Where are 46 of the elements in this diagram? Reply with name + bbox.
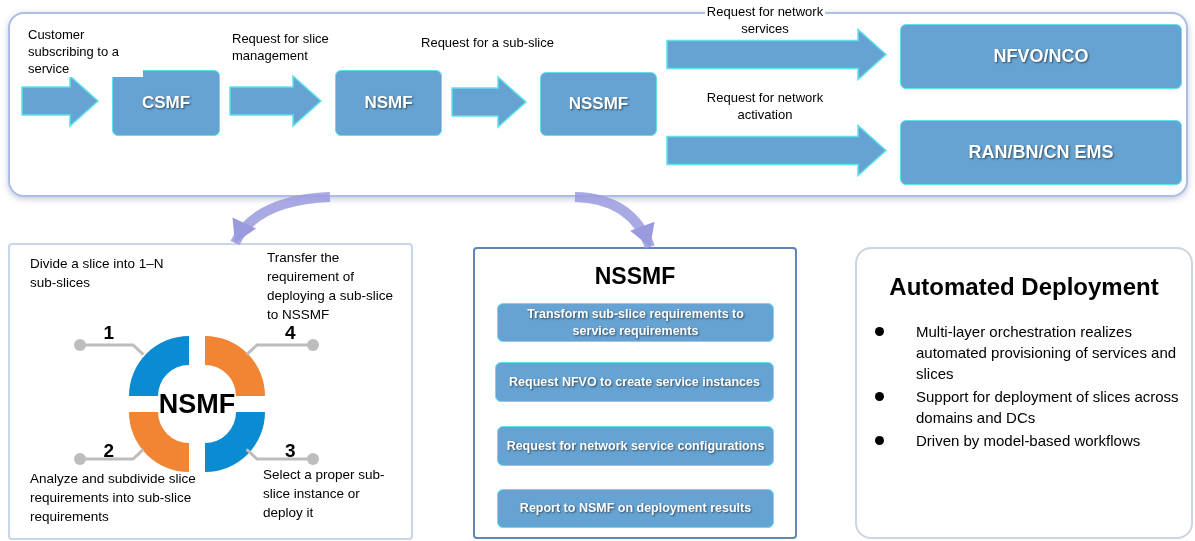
callout-number: 1 <box>82 322 114 352</box>
block-arrow <box>21 74 100 128</box>
process-box <box>335 70 442 136</box>
callout-number: 4 <box>285 322 315 352</box>
panel <box>8 243 413 540</box>
panel <box>855 247 1193 539</box>
bullet-text: Multi-layer orchestration realizes automated provisioning of services and slices <box>916 322 1178 384</box>
process-label: Report to NSMF on deployment results <box>519 500 752 517</box>
panel <box>473 247 797 539</box>
leader-line <box>245 448 319 465</box>
bullet-text: Driven by model-based workflows <box>916 431 1141 451</box>
process-box <box>497 426 774 466</box>
panel-title: Automated Deployment <box>888 272 1160 302</box>
step-description: Analyze and subdivide slice requirements into sub-slice requirements <box>30 470 197 526</box>
process-box <box>540 72 657 136</box>
process-box <box>497 303 774 342</box>
process-label: CSMF <box>141 92 191 115</box>
curved-arrow <box>230 192 331 246</box>
process-label: NFVO/NCO <box>993 45 1089 68</box>
process-label: Transform sub-slice requirements to service requirements <box>526 305 745 340</box>
block-arrow <box>229 74 323 128</box>
process-label: Request for network service configurations <box>506 437 765 455</box>
block-arrow <box>666 123 888 178</box>
process-label: Request NFVO to create service instances <box>509 373 760 391</box>
step-description: Select a proper sub-slice instance or deploy it <box>263 466 386 522</box>
panel-title: NSSMF <box>593 262 677 291</box>
process-label: NSSMF <box>568 93 629 116</box>
bullet-text: Support for deployment of slices across domains and DCs <box>916 387 1180 428</box>
callout-number: 2 <box>82 440 114 466</box>
block-arrow <box>451 75 528 129</box>
leader-line <box>74 339 145 356</box>
process-box <box>900 120 1182 185</box>
process-label: NSMF <box>364 92 413 115</box>
leader-line <box>245 339 319 356</box>
block-arrow <box>666 27 888 82</box>
leader-line <box>74 448 145 465</box>
ring-label: NSMF <box>158 387 236 421</box>
process-box <box>497 489 774 528</box>
curved-arrow <box>574 192 655 249</box>
process-box <box>495 362 774 402</box>
callout-number: 3 <box>285 440 315 466</box>
process-label: RAN/BN/CN EMS <box>968 141 1114 164</box>
step-description: Transfer the requirement of deploying a sub-slice to NSSMF <box>267 249 395 324</box>
process-box <box>112 70 220 136</box>
process-box <box>900 24 1182 89</box>
step-description: Divide a slice into 1–N sub-slices <box>30 255 165 292</box>
